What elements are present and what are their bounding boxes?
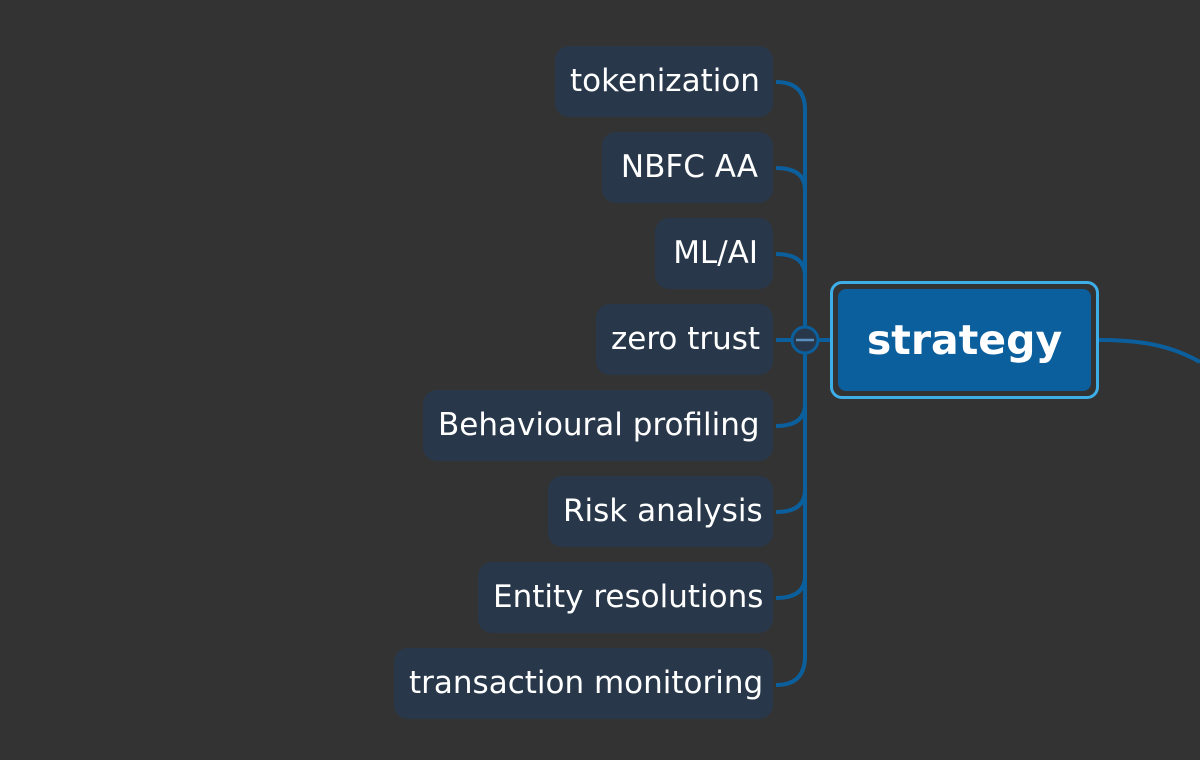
subtopic-node-ml-ai[interactable]: ML/AI: [655, 218, 773, 289]
branch-spine: [775, 80, 807, 687]
subtopic-node-zero-trust[interactable]: zero trust: [596, 304, 773, 375]
branch-connector: [775, 489, 807, 514]
collapse-toggle[interactable]: [790, 325, 820, 355]
branch-connector: [775, 575, 807, 600]
subtopic-label: Risk analysis: [563, 493, 763, 529]
subtopic-node-entity-resolutions[interactable]: Entity resolutions: [478, 562, 773, 633]
subtopic-node-risk-analysis[interactable]: Risk analysis: [548, 476, 773, 547]
branch-connector: [775, 252, 807, 277]
central-topic-node[interactable]: strategy: [830, 281, 1099, 399]
subtopic-label: transaction monitoring: [409, 665, 764, 701]
subtopic-label: Behavioural profiling: [438, 407, 760, 443]
subtopic-node-tokenization[interactable]: tokenization: [555, 46, 773, 117]
parent-connector: [1098, 338, 1200, 364]
branch-connector: [775, 403, 807, 428]
subtopic-label: NBFC AA: [620, 149, 758, 185]
central-topic-label: strategy: [838, 289, 1091, 391]
subtopic-label: tokenization: [570, 63, 760, 99]
subtopic-node-transaction-monitoring[interactable]: transaction monitoring: [394, 648, 773, 719]
subtopic-label: Entity resolutions: [493, 579, 764, 615]
subtopic-node-behavioural-profiling[interactable]: Behavioural profiling: [423, 390, 773, 461]
subtopic-node-nbfc-aa[interactable]: NBFC AA: [602, 132, 773, 203]
subtopic-label: ML/AI: [673, 235, 758, 271]
branch-connector: [775, 166, 807, 191]
subtopic-label: zero trust: [611, 321, 761, 357]
